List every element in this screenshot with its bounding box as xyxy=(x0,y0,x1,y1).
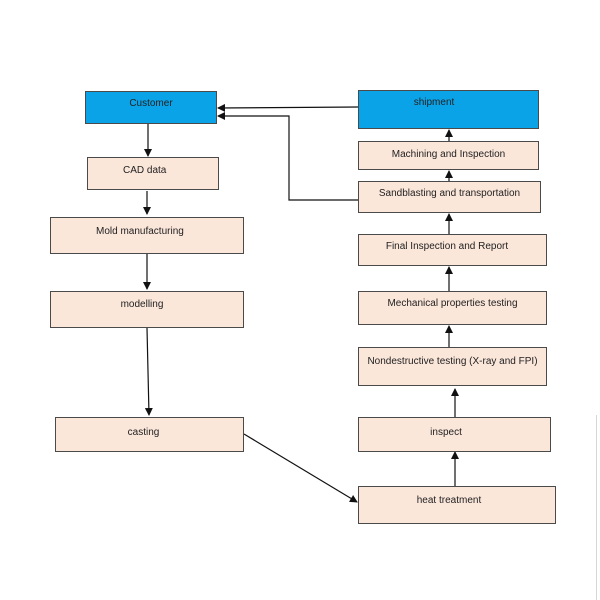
node-casting-label: casting xyxy=(127,427,160,438)
node-sandblasting-label: Sandblasting and transportation xyxy=(378,188,521,199)
arrow-casting-to-heat-treatment xyxy=(243,433,358,503)
node-modelling-label: modelling xyxy=(120,299,164,310)
node-mechanical-testing-label: Mechanical properties testing xyxy=(387,298,518,309)
node-inspect-label: inspect xyxy=(430,427,462,438)
node-shipment-label: shipment xyxy=(413,97,455,108)
node-sandblasting: Sandblasting and transportation xyxy=(358,181,541,213)
node-nondestructive-testing-label: Nondestructive testing (X-ray and FPI) xyxy=(367,356,538,367)
node-heat-treatment: heat treatment xyxy=(358,486,556,524)
arrow-modelling-to-casting xyxy=(144,327,153,416)
node-machining: Machining and Inspection xyxy=(358,141,539,170)
node-cad-data: CAD data xyxy=(87,157,219,190)
node-shipment: shipment xyxy=(358,90,539,129)
node-heat-treatment-label: heat treatment xyxy=(416,495,482,506)
node-customer-label: Customer xyxy=(129,98,173,109)
edge-divider xyxy=(596,415,597,600)
node-mold-manufacturing-label: Mold manufacturing xyxy=(96,226,184,237)
node-final-inspection-label: Final Inspection and Report xyxy=(385,241,509,252)
node-modelling: modelling xyxy=(50,291,244,328)
node-mold-manufacturing: Mold manufacturing xyxy=(50,217,244,254)
node-final-inspection: Final Inspection and Report xyxy=(358,234,547,266)
node-inspect: inspect xyxy=(358,417,551,452)
node-customer: Customer xyxy=(85,91,217,124)
node-casting: casting xyxy=(55,417,244,452)
node-nondestructive-testing: Nondestructive testing (X-ray and FPI) xyxy=(358,347,547,386)
arrow-sandblasting-to-customer xyxy=(217,112,359,201)
node-cad-data-label: CAD data xyxy=(123,165,167,176)
node-mechanical-testing: Mechanical properties testing xyxy=(358,291,547,325)
node-machining-label: Machining and Inspection xyxy=(391,149,506,160)
